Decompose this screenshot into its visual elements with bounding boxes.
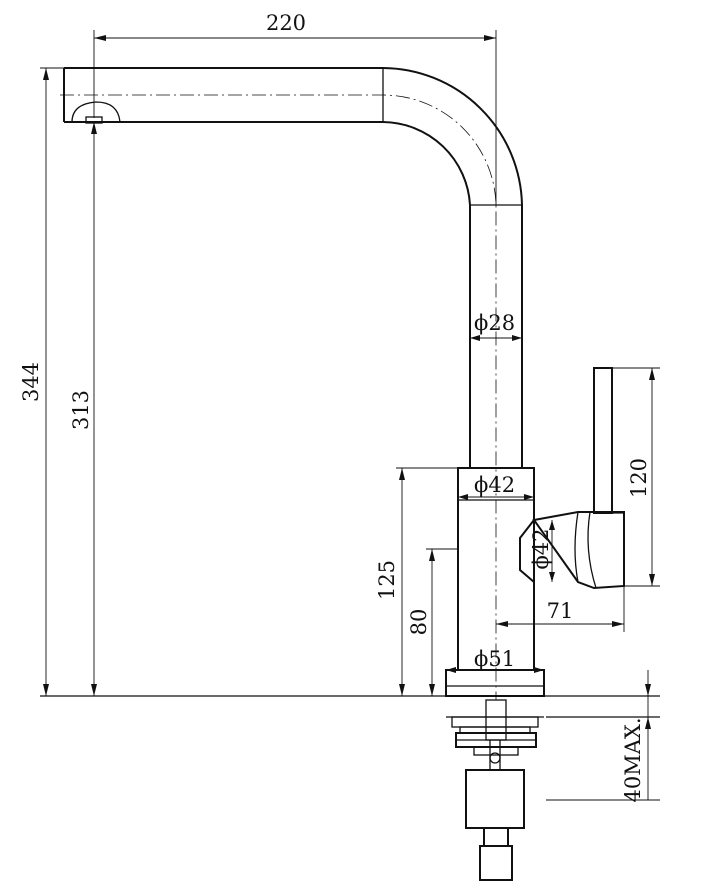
aerator: [71, 101, 121, 123]
svg-text:ϕ28: ϕ28: [474, 311, 515, 335]
dim-label-120: 120: [627, 458, 651, 498]
svg-text:ϕ51: ϕ51: [474, 647, 515, 671]
diameter-symbol: ϕ: [529, 555, 553, 569]
dimension-handle-reach: 71: [496, 586, 625, 632]
spout: [60, 67, 523, 700]
dim-label-80: 80: [407, 609, 431, 636]
dim-label-42: 42: [488, 473, 515, 497]
dimension-body-diameter: ϕ42: [458, 473, 534, 500]
dim-label-220: 220: [266, 11, 306, 35]
dim-label-344: 344: [19, 362, 43, 402]
svg-text:ϕ42: ϕ42: [474, 473, 515, 497]
dimension-counter-thickness: 40MAX.: [621, 670, 651, 803]
diameter-symbol: ϕ: [474, 473, 488, 497]
mounting-assembly: [446, 699, 544, 881]
dimension-handle-diameter: ϕ42: [529, 520, 555, 582]
svg-text:ϕ42: ϕ42: [529, 528, 553, 569]
dimension-total-height: 344: [19, 67, 64, 696]
dim-label-71: 71: [547, 599, 574, 623]
dim-label-42-handle: 42: [529, 528, 553, 555]
dimension-body-height: 125: [375, 467, 458, 696]
dim-label-51: 51: [488, 647, 515, 671]
dimension-base-diameter: ϕ51: [446, 647, 544, 673]
dimension-pipe-diameter: ϕ28: [470, 311, 522, 341]
dimension-spout-reach: 220: [93, 11, 497, 205]
dimension-spout-height: 313: [69, 122, 97, 696]
dimension-handle-height: 120: [612, 367, 660, 587]
diameter-symbol: ϕ: [474, 647, 488, 671]
dim-label-28: 28: [488, 311, 515, 335]
dim-label-40max: 40MAX.: [621, 717, 645, 802]
dimension-handle-center-height: 80: [407, 548, 458, 696]
dim-label-125: 125: [375, 560, 399, 600]
diameter-symbol: ϕ: [474, 311, 488, 335]
dim-label-313: 313: [69, 390, 93, 430]
